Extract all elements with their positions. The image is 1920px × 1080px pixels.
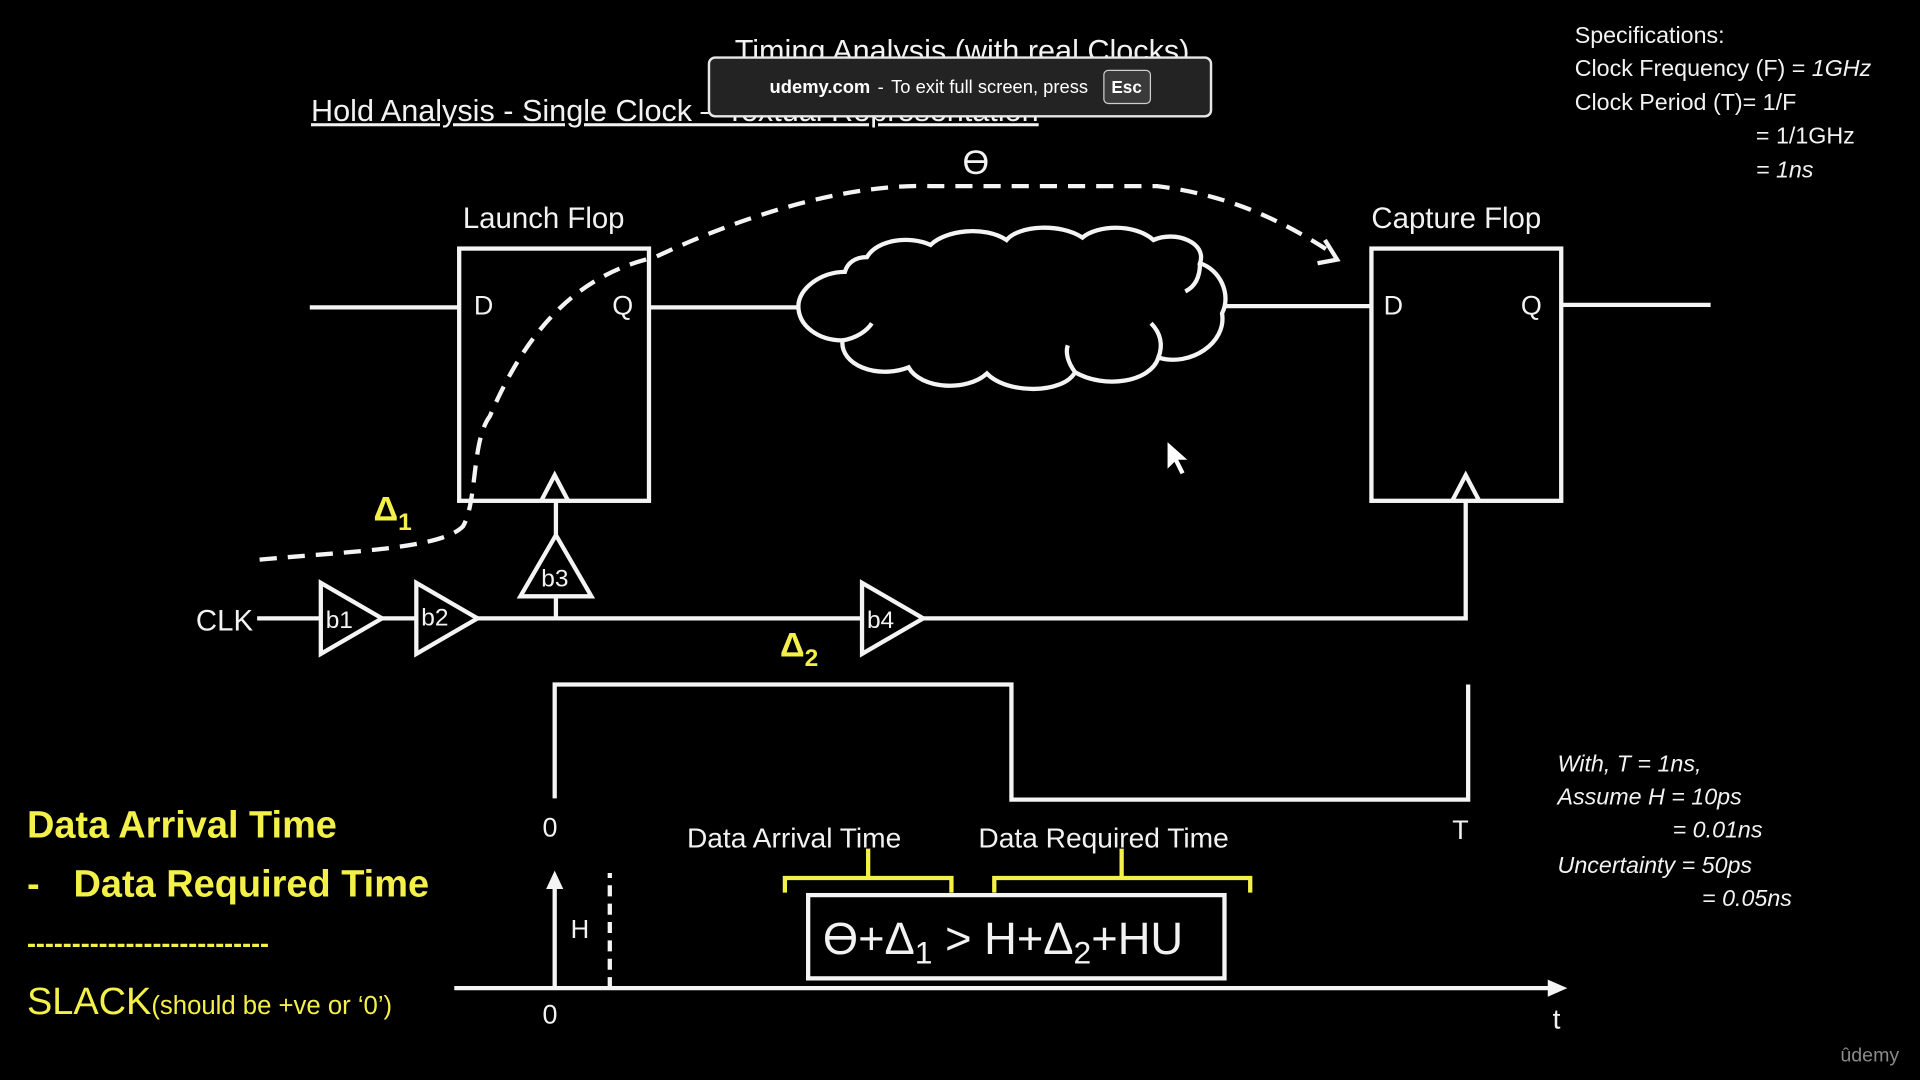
brace-required-label: Data Required Time (978, 822, 1228, 853)
specifications: Specifications: Clock Frequency (F) = 1G… (1575, 22, 1872, 183)
launch-flop-box (457, 246, 652, 503)
capture-flop-box (1369, 246, 1564, 503)
time-axis-arrowhead (1547, 979, 1568, 997)
delta2-subscript: 2 (805, 645, 819, 672)
delta1-symbol: Δ (373, 490, 398, 528)
buffer-b1-label: b1 (326, 607, 353, 634)
capture-flop-q: Q (1521, 291, 1542, 321)
launch-flop-label: Launch Flop (463, 202, 625, 235)
assume-with: With, T = 1ns, (1558, 750, 1702, 776)
buffer-b1: b1 (318, 579, 387, 658)
capture-flop-clock-pin (1450, 470, 1482, 502)
theta-label: ϴ (962, 144, 989, 182)
slack-dashes: --------------------------- (27, 929, 269, 959)
slack-label: SLACK (27, 981, 151, 1023)
brace-required (992, 848, 1253, 893)
fullscreen-notice-separator: - (877, 76, 884, 98)
udemy-watermark: ûdemy (1840, 1045, 1899, 1067)
assume-uncertainty-ns: = 0.05ns (1702, 885, 1792, 911)
equation-box (806, 892, 1227, 981)
capture-flop-d: D (1384, 291, 1403, 321)
equation-op: > (933, 913, 985, 964)
esc-key-button[interactable]: Esc (1102, 69, 1151, 105)
waveform-end-label: T (1452, 815, 1468, 845)
buffer-b4-label: b4 (867, 607, 894, 634)
launch-flop-q: Q (612, 291, 633, 321)
equation-rhs-sub: 2 (1074, 935, 1092, 971)
equation-lhs-sub: 1 (915, 935, 933, 971)
equation: ϴ+Δ1 > H+Δ2+HU (823, 913, 1183, 971)
buffer-b4: b4 (859, 579, 928, 658)
combinational-logic-cloud (796, 225, 1228, 391)
assume-uncertainty: Uncertainty = 50ps (1558, 852, 1753, 878)
buffer-b2-label: b2 (421, 605, 448, 632)
slack-minus: - (27, 863, 40, 905)
waveform-start-label: 0 (542, 812, 557, 842)
timing-path-arc (259, 183, 1336, 562)
assume-with-label: With, T = (1558, 750, 1658, 776)
b4-to-capture-clk-wire (923, 500, 1468, 621)
spec-frequency-label: Clock Frequency (F) = (1575, 55, 1812, 81)
slack-line: SLACK(should be +ve or ‘0’) (27, 981, 392, 1023)
clock-edge-arrowhead (546, 870, 564, 889)
fullscreen-notice-message: To exit full screen, press (891, 76, 1089, 98)
spec-title: Specifications: (1575, 22, 1725, 48)
clk-label: CLK (196, 605, 254, 638)
time-axis-label: t (1553, 1004, 1561, 1035)
brace-arrival (782, 848, 954, 893)
clock-waveform (552, 682, 1471, 802)
fullscreen-notice: udemy.com - To exit full screen, press E… (707, 56, 1213, 118)
capture-flop-label: Capture Flop (1371, 202, 1541, 235)
assume-hold: Assume H = 10ps (1556, 783, 1743, 809)
slack-line2: Data Required Time (73, 863, 429, 905)
mouse-cursor-icon (1166, 439, 1191, 476)
fullscreen-notice-domain: udemy.com (769, 76, 871, 98)
equation-lhs: ϴ+Δ (823, 913, 915, 964)
assume-hold-ns: = 0.01ns (1673, 817, 1763, 843)
assume-with-value: 1ns, (1657, 750, 1701, 776)
launch-flop-d: D (474, 291, 493, 321)
timing-path-arrowhead (1317, 238, 1341, 266)
launch-flop-clock-pin (539, 470, 571, 502)
spec-frequency-value: 1GHz (1812, 55, 1872, 81)
timeline-origin-label: 0 (542, 1000, 557, 1030)
spec-period-step1: = 1/1GHz (1756, 122, 1855, 148)
delta1-label: Δ1 (373, 490, 411, 536)
buffer-b3: b3 (516, 530, 596, 599)
slack-line1: Data Arrival Time (27, 805, 337, 847)
delta1-subscript: 1 (398, 509, 412, 536)
hold-label: H (571, 916, 590, 944)
delta2-label: Δ2 (780, 626, 818, 672)
delta2-symbol: Δ (780, 626, 805, 664)
slack-block: Data Arrival Time - Data Required Time -… (27, 805, 429, 1023)
spec-frequency: Clock Frequency (F) = 1GHz (1575, 55, 1872, 81)
spec-period: Clock Period (T)= 1/F (1575, 89, 1797, 115)
buffer-b3-label: b3 (541, 566, 568, 593)
buffer-b2: b2 (414, 579, 482, 658)
equation-rhs: H+Δ (984, 913, 1073, 964)
spec-period-step2: = 1ns (1756, 157, 1814, 183)
brace-arrival-label: Data Arrival Time (687, 822, 901, 853)
equation-rhs-tail: +HU (1091, 913, 1183, 964)
slack-note: (should be +ve or ‘0’) (151, 992, 392, 1020)
assumptions: With, T = 1ns, Assume H = 10ps = 0.01ns … (1556, 750, 1793, 911)
